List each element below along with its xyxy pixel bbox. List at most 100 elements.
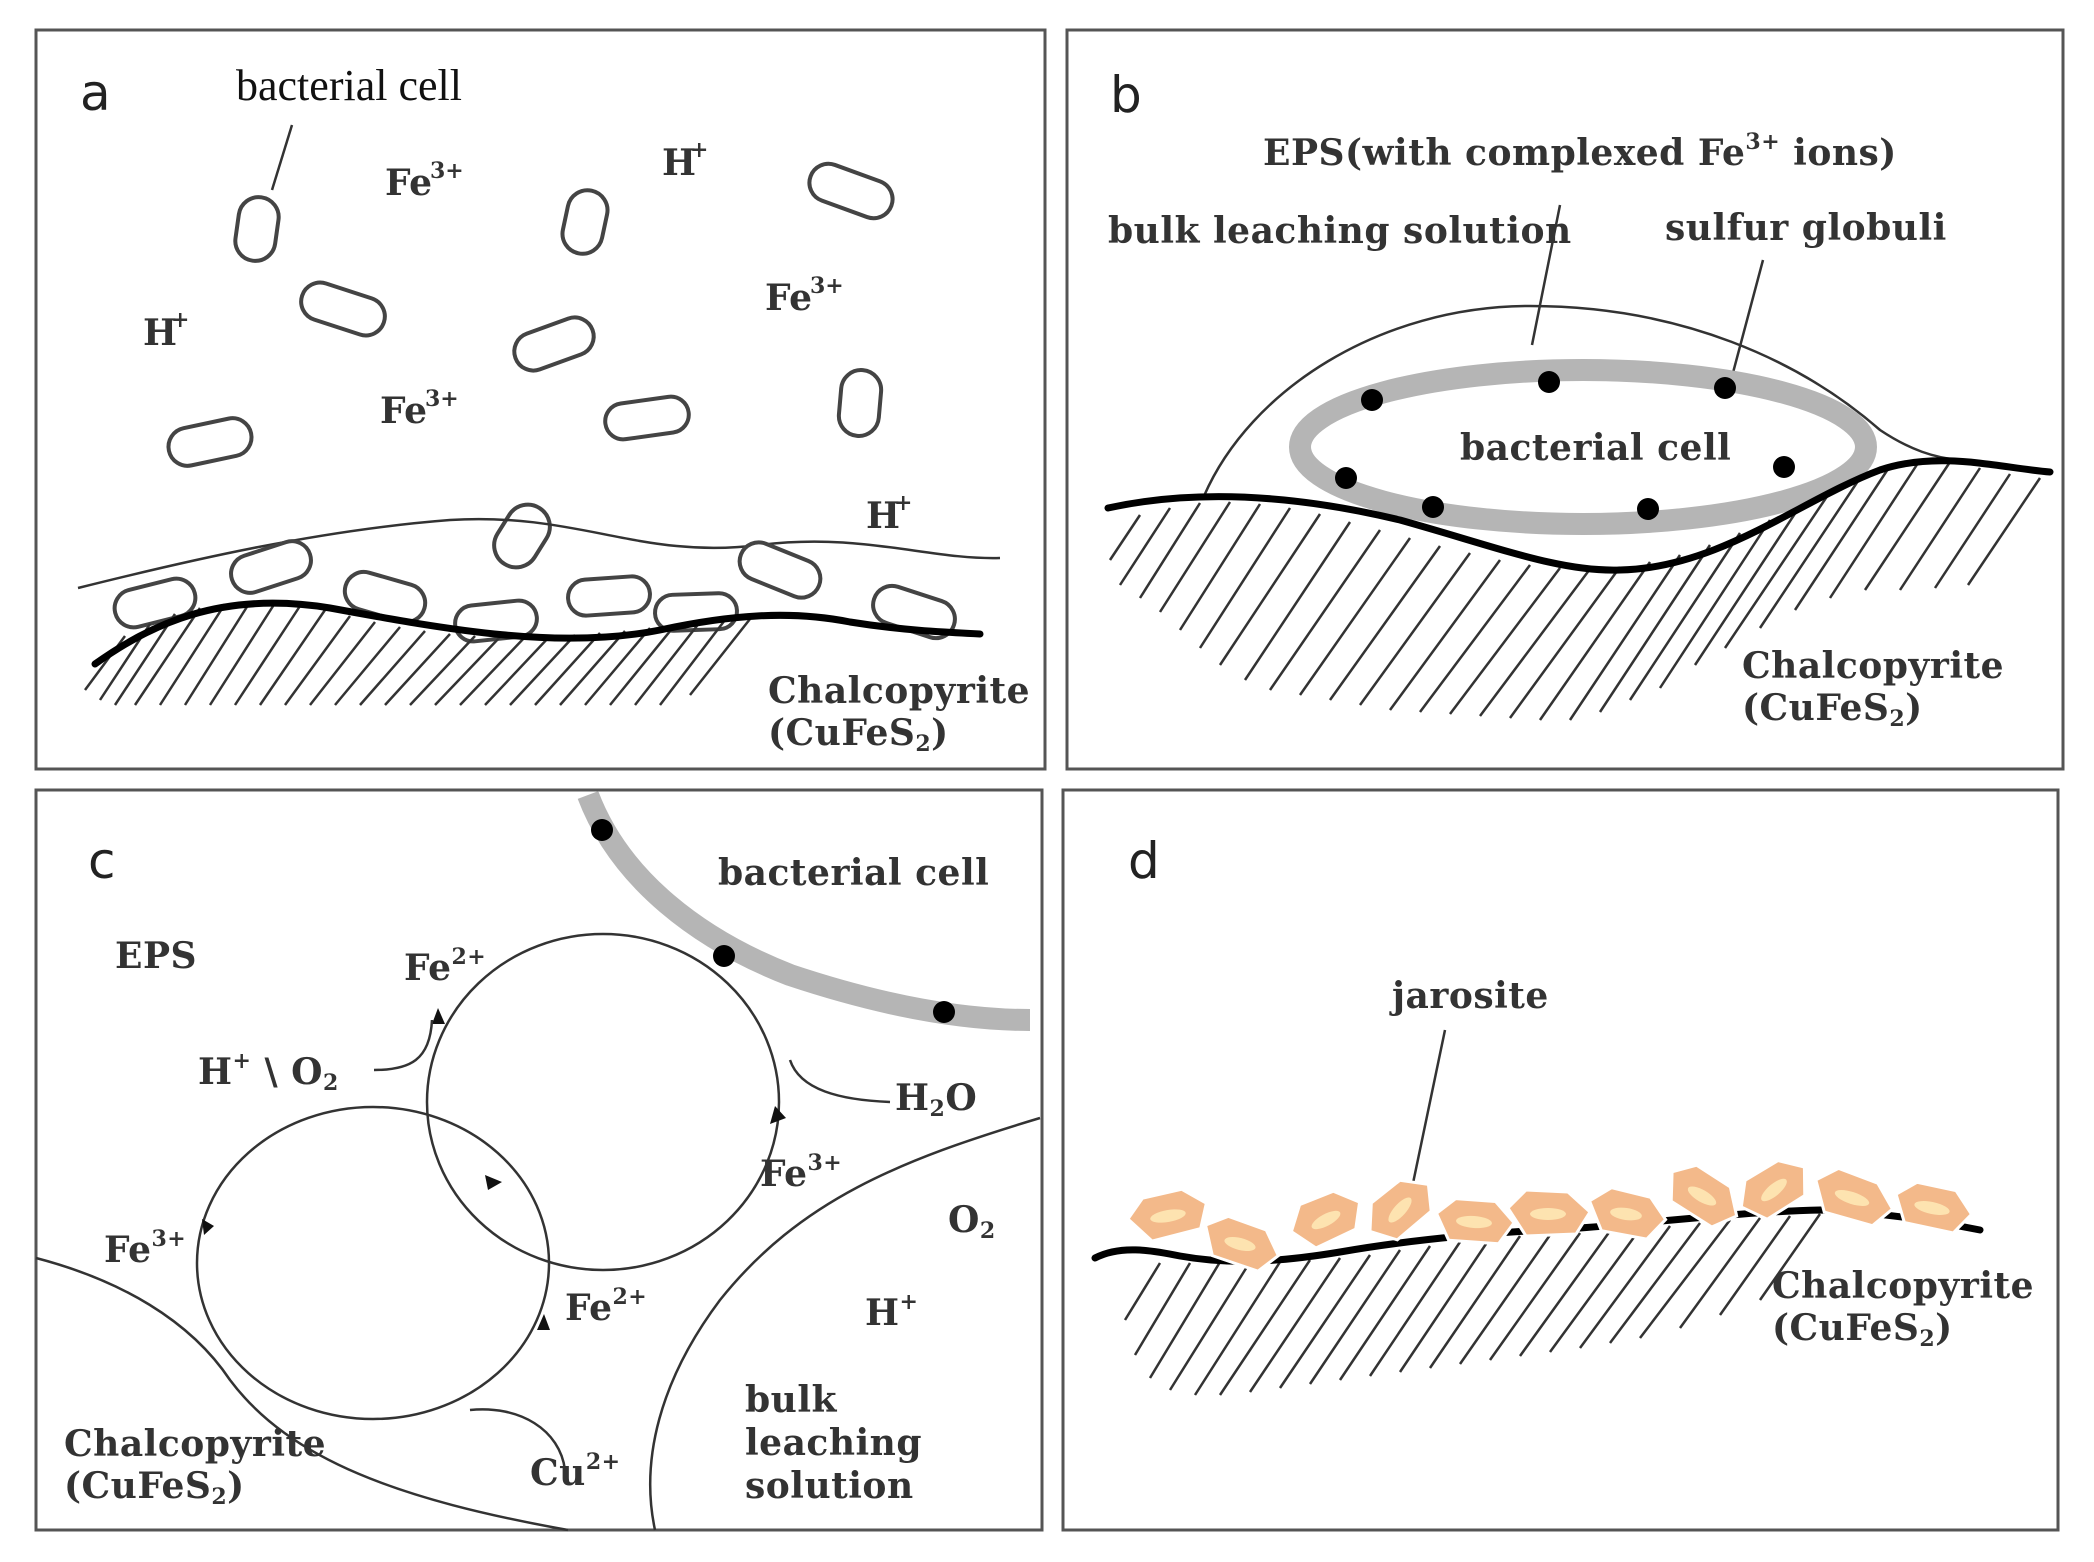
bulk-solution-boundary: [649, 1116, 1041, 1531]
cu2-label: Cu2+: [530, 1449, 621, 1494]
svg-text:+: +: [894, 490, 912, 516]
svg-text:Fe: Fe: [380, 390, 428, 432]
sulfur-globule: [1335, 467, 1357, 489]
panel-a-frame: [34, 28, 1047, 771]
chalcopyrite-surface: [1104, 457, 2054, 574]
bacterial-cell: [512, 315, 596, 373]
svg-text:Chalcopyrite: Chalcopyrite: [1772, 1265, 2034, 1307]
h-ion-label: H +: [866, 490, 912, 537]
fe2-label-lower: Fe2+: [565, 1284, 647, 1329]
svg-text:Chalcopyrite: Chalcopyrite: [64, 1423, 326, 1465]
fe3-ion-label: Fe 3+: [380, 386, 459, 432]
bacterial-cell-label: bacterial cell: [1460, 427, 1731, 469]
jarosite-crystal: [1894, 1180, 1974, 1235]
svg-text:+: +: [171, 307, 189, 333]
sulfur-globule: [713, 945, 735, 967]
bulk-solution-line2: leaching: [745, 1422, 922, 1464]
chalcopyrite-surface: [91, 599, 984, 668]
bacterial-cell-label: bacterial cell: [236, 61, 462, 110]
svg-text:(CuFeS2): (CuFeS2): [64, 1465, 245, 1510]
svg-text:EPS(with complexed Fe3+ ions): EPS(with complexed Fe3+ ions): [1263, 129, 1897, 174]
jarosite-crystal: [1814, 1166, 1895, 1228]
sulfur-globule: [1538, 371, 1560, 393]
bacterial-cell: [603, 394, 691, 442]
h-o2-input-path: [373, 1019, 434, 1072]
arrowhead-icon: [485, 1175, 502, 1190]
fe3-label-right: Fe3+: [760, 1150, 842, 1195]
jarosite-crystal: [1739, 1158, 1807, 1221]
bulk-solution-line1: bulk: [745, 1379, 838, 1421]
arrowhead-icon: [202, 1219, 214, 1235]
panel-d: d jarosite: [1061, 788, 2060, 1532]
panel-d-frame: [1061, 788, 2060, 1532]
eps-label: EPS: [115, 935, 197, 977]
biofilm-boundary: [77, 517, 1001, 590]
mineral-hatching: [1108, 459, 2042, 721]
panel-b: b EPS(with complexed Fe3+ ions) bulk lea…: [1065, 28, 2065, 771]
sulfur-globule: [1773, 456, 1795, 478]
jarosite-crystal: [1125, 1187, 1209, 1243]
panel-a: a bacterial cell: [34, 28, 1047, 771]
h-ion-label: H +: [143, 307, 189, 354]
bacterial-cell: [299, 280, 387, 338]
bacterial-cell-wall: [1289, 359, 1877, 535]
bulk-leaching-solution-label: bulk leaching solution: [1108, 210, 1572, 252]
jarosite-crystal: [1203, 1214, 1281, 1273]
bacterial-cell: [233, 195, 281, 263]
bacterial-cell: [737, 540, 823, 600]
svg-text:H: H: [866, 495, 901, 537]
jarosite-crystals: [1125, 1158, 1974, 1273]
sulfur-globule: [1637, 498, 1659, 520]
arrowhead-icon: [770, 1106, 786, 1124]
bacterial-cell-wall: [577, 791, 1031, 1031]
svg-text:3+: 3+: [810, 273, 844, 299]
svg-text:3+: 3+: [425, 386, 459, 412]
bacterial-cell: [836, 368, 884, 438]
bacterial-cell: [560, 188, 610, 256]
h-ion-label: H+: [865, 1289, 918, 1334]
chalcopyrite-label: Chalcopyrite (CuFeS2): [1772, 1265, 2034, 1352]
panel-a-letter: a: [80, 64, 111, 122]
bacterial-cell: [807, 161, 895, 221]
h2o-output-path: [788, 1059, 891, 1104]
sulfur-globuli-label: sulfur globuli: [1665, 207, 1947, 249]
svg-text:(CuFeS2): (CuFeS2): [768, 712, 949, 757]
panel-d-letter: d: [1128, 832, 1160, 890]
fe2-label-top: Fe2+: [404, 944, 486, 989]
cell-wall-globuli: [591, 819, 955, 1023]
free-bacterial-cells: [166, 161, 895, 570]
panel-c: c bacterial cell EPS Fe2+ H+ \ O2: [34, 788, 1044, 1532]
jarosite-crystal: [1289, 1189, 1362, 1250]
jarosite-crystal: [1587, 1186, 1668, 1241]
h2o-label: H2O: [895, 1077, 977, 1122]
eps-envelope: [1202, 304, 1961, 497]
h-o2-label: H+ \ O2: [198, 1048, 339, 1096]
eps-label: EPS(with complexed Fe3+ ions): [1263, 129, 1897, 174]
jarosite-crystal: [1506, 1188, 1592, 1238]
chalcopyrite-label: Chalcopyrite (CuFeS2): [1742, 645, 2004, 732]
h-ion-label: H +: [662, 137, 708, 184]
jarosite-leader-line: [1410, 1029, 1447, 1189]
svg-text:Fe: Fe: [765, 277, 813, 319]
sulfur-globule: [1361, 389, 1383, 411]
upper-iron-cycle: [425, 932, 781, 1272]
sulfur-globuli: [1335, 371, 1795, 520]
sulfur-leader-line: [1728, 259, 1765, 385]
cycle-arrowheads: [202, 1008, 786, 1330]
svg-text:H: H: [662, 142, 697, 184]
fe3-ion-label: Fe 3+: [765, 273, 844, 319]
chalcopyrite-boundary: [35, 1256, 569, 1532]
sulfur-globule: [1714, 377, 1736, 399]
jarosite-crystal: [1434, 1197, 1516, 1246]
panel-c-frame: [34, 788, 1044, 1532]
svg-text:+: +: [690, 137, 708, 163]
arrowhead-icon: [537, 1314, 550, 1330]
bacterial-cell-label: bacterial cell: [718, 852, 989, 894]
jarosite-label: jarosite: [1389, 975, 1549, 1017]
panel-b-letter: b: [1110, 66, 1142, 124]
jarosite-crystal: [1669, 1163, 1739, 1229]
sulfur-globule: [1422, 496, 1444, 518]
lower-iron-cycle: [195, 1105, 551, 1421]
svg-text:H: H: [143, 312, 178, 354]
